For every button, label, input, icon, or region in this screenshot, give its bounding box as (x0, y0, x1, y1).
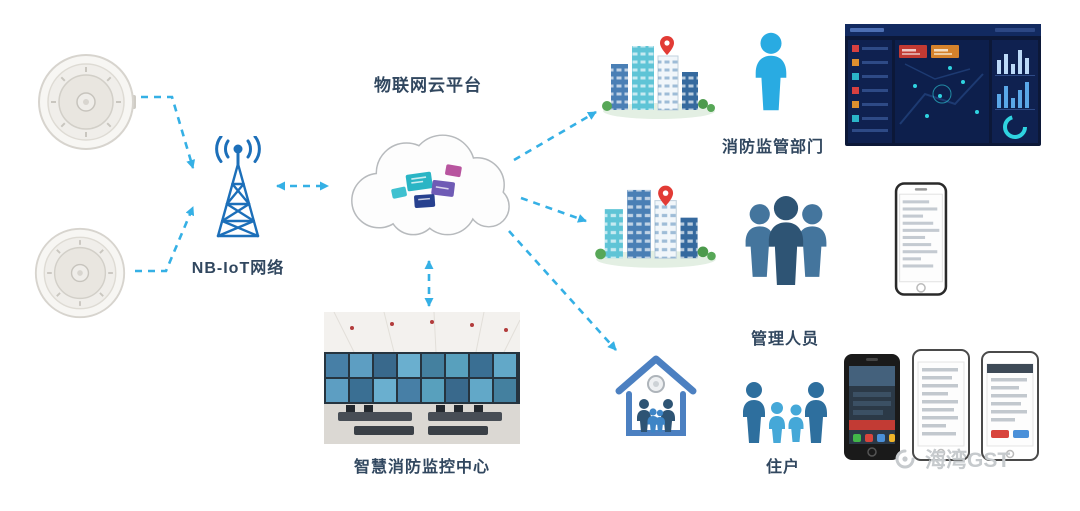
cloud-platform-label: 物联网云平台 (374, 76, 482, 95)
brand-watermark-text: 海湾GST (925, 449, 1011, 472)
gst-logo-icon (895, 449, 915, 469)
resident-family-icon (741, 381, 829, 445)
video-wall-screens (326, 354, 516, 402)
cloud-devices-icon (391, 164, 462, 208)
nbiot-network-label: NB-IoT网络 (191, 260, 285, 277)
supervisor-person-icon (749, 30, 793, 114)
regulator-dashboard-screenshot (845, 24, 1041, 146)
nbiot-tower-icon (188, 136, 288, 250)
resident-house-icon (606, 344, 706, 444)
smoke-detector-2-icon (33, 226, 127, 320)
city-buildings-middle-icon (592, 177, 720, 269)
management-staff-label: 管理人员 (750, 331, 819, 348)
monitoring-center-photo (324, 312, 520, 444)
city-buildings-top-icon (598, 34, 720, 120)
resident-phones-screenshots (842, 348, 1042, 464)
location-pin-icon (660, 36, 674, 55)
residents-label: 住户 (765, 459, 800, 476)
fire-department-label: 消防监管部门 (721, 139, 824, 156)
managers-group-icon (739, 190, 833, 289)
location-pin-icon (658, 185, 674, 206)
brand-watermark: 海湾GST (892, 444, 1010, 474)
smoke-detector-1-icon (36, 52, 136, 152)
iot-cloud-platform-icon (330, 110, 526, 252)
monitoring-center-label: 智慧消防监控中心 (353, 459, 490, 476)
manager-phone-screenshot (894, 182, 948, 296)
